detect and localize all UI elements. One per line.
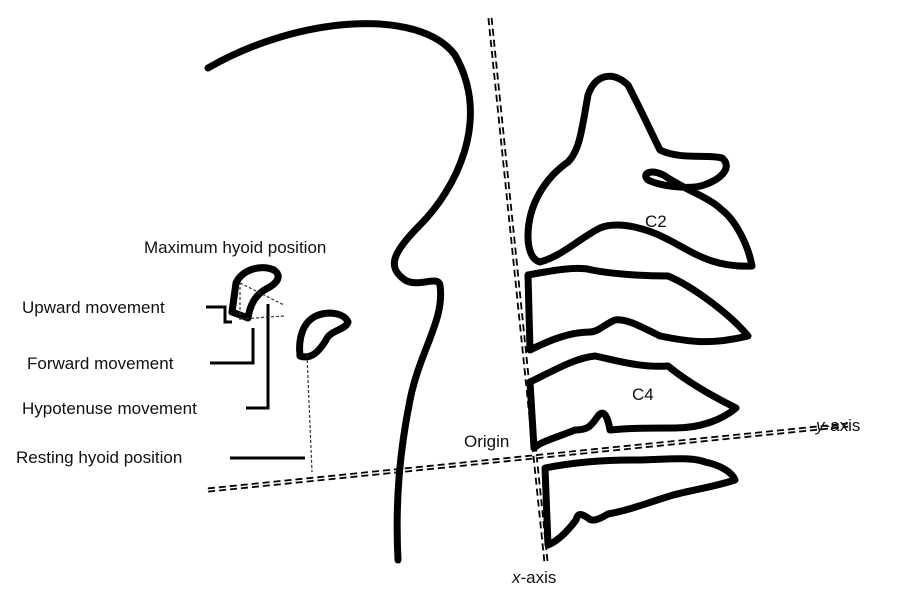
label-forward-movement: Forward movement xyxy=(27,354,174,373)
forward-leader xyxy=(210,328,253,363)
label-maximum-hyoid-position: Maximum hyoid position xyxy=(144,238,326,257)
resting-drop-line xyxy=(307,355,312,472)
label-y-axis: y-axis xyxy=(815,416,860,435)
upward-leader xyxy=(206,307,232,322)
vertebra-c3 xyxy=(528,268,748,350)
hyoid-resting-shape xyxy=(300,313,348,357)
head-neck-profile xyxy=(208,24,470,560)
label-upward-movement: Upward movement xyxy=(22,298,165,317)
label-origin: Origin xyxy=(464,432,509,451)
label-hypotenuse-movement: Hypotenuse movement xyxy=(22,399,197,418)
label-c4: C4 xyxy=(632,385,654,404)
label-x-axis: x-axis xyxy=(511,568,556,587)
hyoid-maximum-shape xyxy=(232,268,278,318)
x-axis-line xyxy=(490,18,546,562)
vertebra-c2 xyxy=(528,76,752,266)
vertebra-c5 xyxy=(545,459,735,545)
label-c2: C2 xyxy=(645,212,667,231)
label-resting-hyoid-position: Resting hyoid position xyxy=(16,448,182,467)
